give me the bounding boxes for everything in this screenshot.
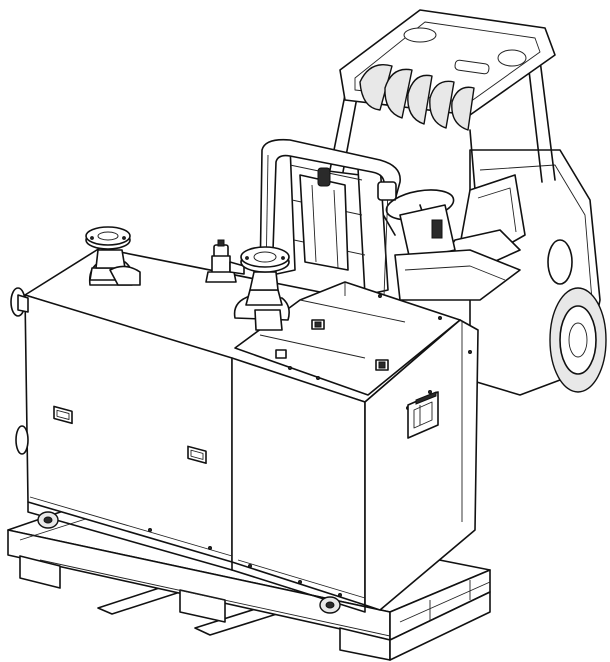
side-nameplate bbox=[407, 391, 439, 439]
forklift-lamp bbox=[547, 239, 573, 285]
latch bbox=[275, 349, 287, 359]
forklift bbox=[97, 9, 607, 636]
steering-wheel bbox=[385, 189, 456, 261]
overhead-guard bbox=[339, 9, 556, 131]
panel-screws bbox=[148, 294, 472, 597]
fork-carriage bbox=[259, 138, 401, 297]
unit-front-right-panel bbox=[231, 357, 366, 606]
outlet-flange-right bbox=[233, 246, 290, 331]
inlet-flange-left bbox=[85, 226, 141, 286]
casters bbox=[37, 511, 341, 614]
pump-unit bbox=[10, 226, 479, 614]
panel-handles bbox=[53, 405, 207, 465]
relief-valve bbox=[205, 239, 245, 283]
forklift-rear-wheel bbox=[549, 287, 607, 393]
side-flange bbox=[10, 287, 29, 455]
